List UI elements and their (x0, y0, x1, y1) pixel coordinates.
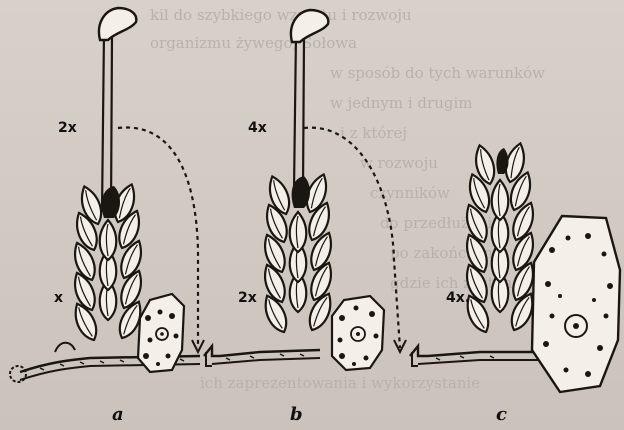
panel-a-small-label: x (54, 290, 63, 306)
panel-c-drawing (410, 141, 620, 392)
panel-b-small-label: 2x (238, 290, 257, 306)
panel-c-caption: c (496, 404, 507, 425)
panel-a-magnification: 2x (58, 120, 77, 136)
panel-a-caption: a (112, 404, 124, 425)
panel-b-drawing (204, 10, 406, 370)
panel-b-magnification: 4x (248, 120, 267, 136)
panel-c-small-label: 4x. (446, 290, 470, 306)
panel-a-drawing (10, 8, 204, 382)
panel-b-caption: b (290, 404, 303, 425)
